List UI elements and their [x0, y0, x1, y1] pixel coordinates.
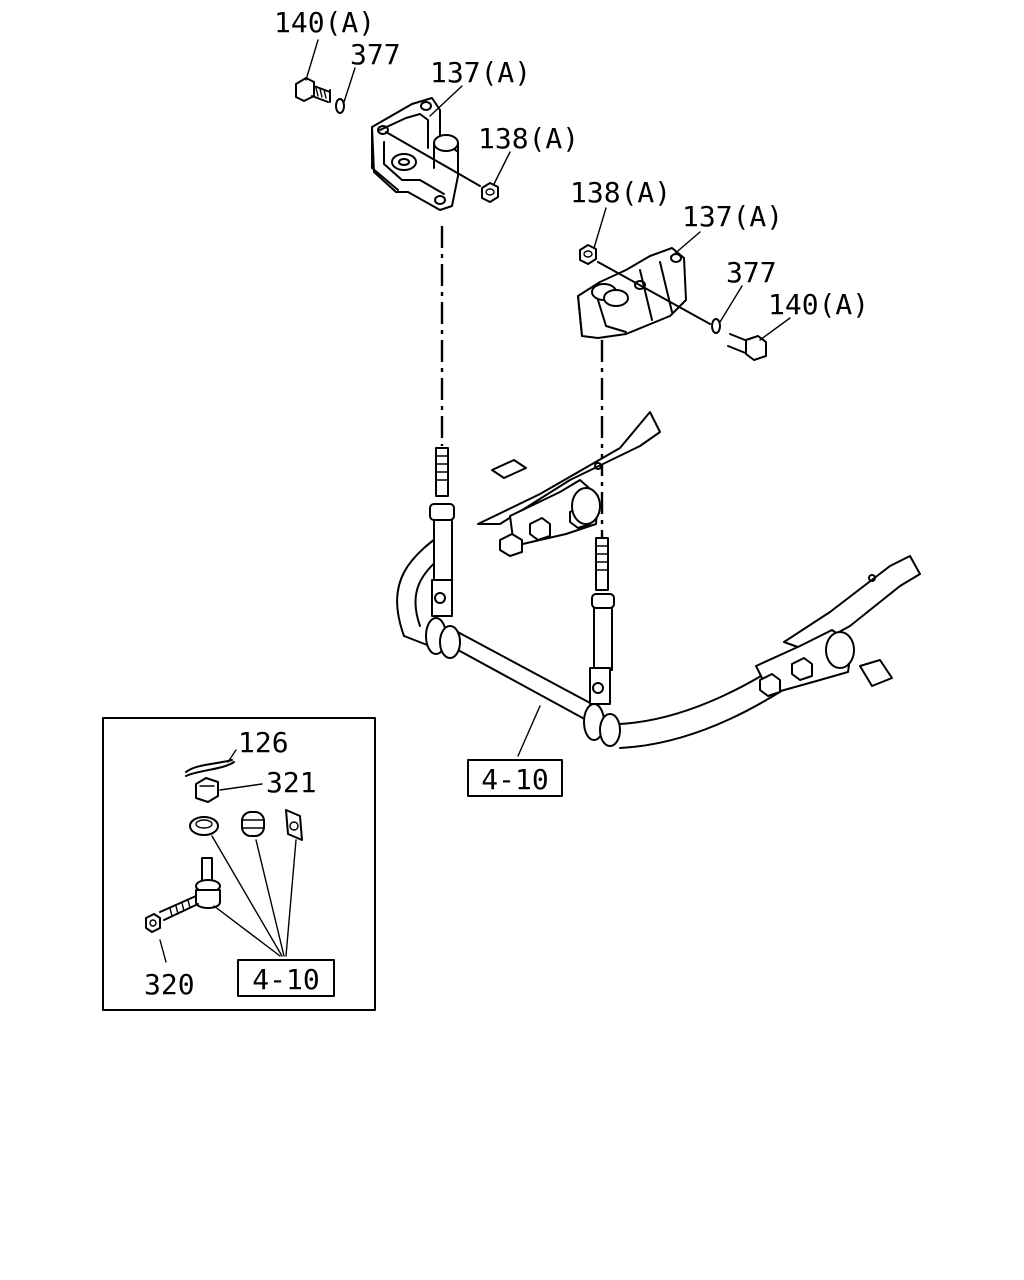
frame-rail-right	[783, 555, 921, 687]
bolt-right	[727, 333, 767, 361]
detail-inset-box	[102, 717, 376, 1011]
ref-box-detail[interactable]	[237, 959, 335, 997]
bracket-left	[371, 97, 481, 211]
label-nut-left: 138(A)	[478, 122, 579, 155]
label-bracket-right: 137(A)	[682, 200, 783, 233]
label-bracket-left: 137(A)	[430, 56, 531, 89]
detail-bushing	[189, 816, 219, 836]
detail-nut-321	[195, 777, 219, 803]
label-nut-right: 138(A)	[570, 176, 671, 209]
label-ref-stabilizer: 4-10	[481, 763, 548, 796]
label-washer-right: 377	[726, 256, 777, 289]
detail-plate	[285, 809, 303, 841]
detail-spacer	[241, 811, 265, 837]
washer-right	[711, 318, 721, 334]
mount-bracket-left	[499, 479, 601, 557]
nut-right	[579, 244, 597, 265]
mount-bracket-right	[755, 629, 855, 697]
detail-pin	[185, 759, 235, 777]
label-pin: 126	[238, 726, 289, 759]
label-nut-321: 321	[266, 766, 317, 799]
nut-left	[481, 182, 499, 203]
label-bolt-right: 140(A)	[768, 288, 869, 321]
link-rod-right	[589, 537, 615, 705]
bracket-right	[577, 247, 711, 339]
ref-box-stabilizer[interactable]	[467, 759, 563, 797]
detail-nut-320	[145, 913, 161, 933]
detail-stud	[159, 857, 221, 921]
link-rod-left	[429, 447, 455, 617]
bolt-left	[295, 77, 331, 103]
label-washer-left: 377	[350, 38, 401, 71]
label-nut-320: 320	[144, 968, 195, 1001]
label-bolt-left: 140(A)	[274, 6, 375, 39]
label-ref-detail: 4-10	[252, 963, 319, 996]
washer-left	[335, 98, 345, 114]
